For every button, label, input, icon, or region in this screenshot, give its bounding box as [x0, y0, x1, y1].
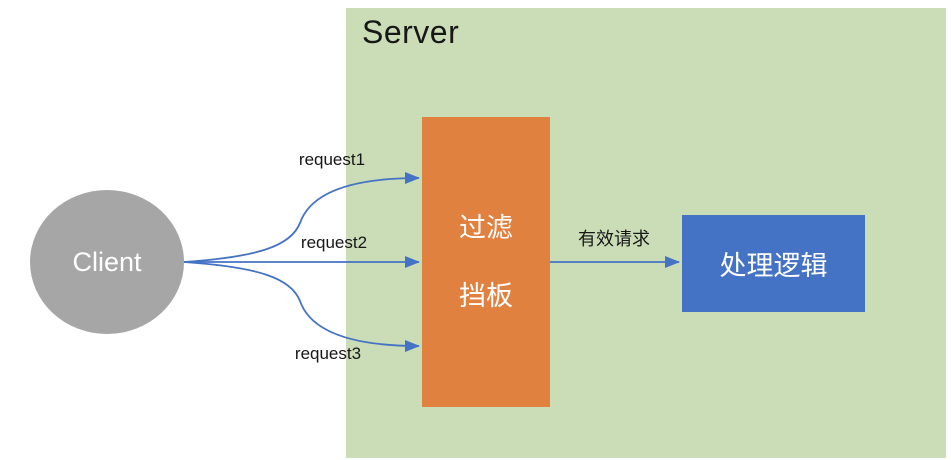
filter-node-label-line1: 过滤 [459, 213, 513, 244]
client-node-label: Client [72, 246, 142, 277]
arrow-label-request1: request1 [298, 150, 366, 169]
arrow-label-request3: request3 [294, 344, 362, 363]
client-node: Client [30, 190, 184, 334]
arrow-label-valid-request: 有效请求 [578, 229, 650, 249]
logic-node: 处理逻辑 [682, 215, 865, 312]
filter-node-label-line2: 挡板 [459, 280, 513, 311]
arrow-label-request2: request2 [300, 233, 368, 252]
logic-node-label: 处理逻辑 [719, 251, 828, 281]
server-region-label: Server [362, 14, 460, 50]
filter-node: 过滤 挡板 [422, 117, 550, 407]
